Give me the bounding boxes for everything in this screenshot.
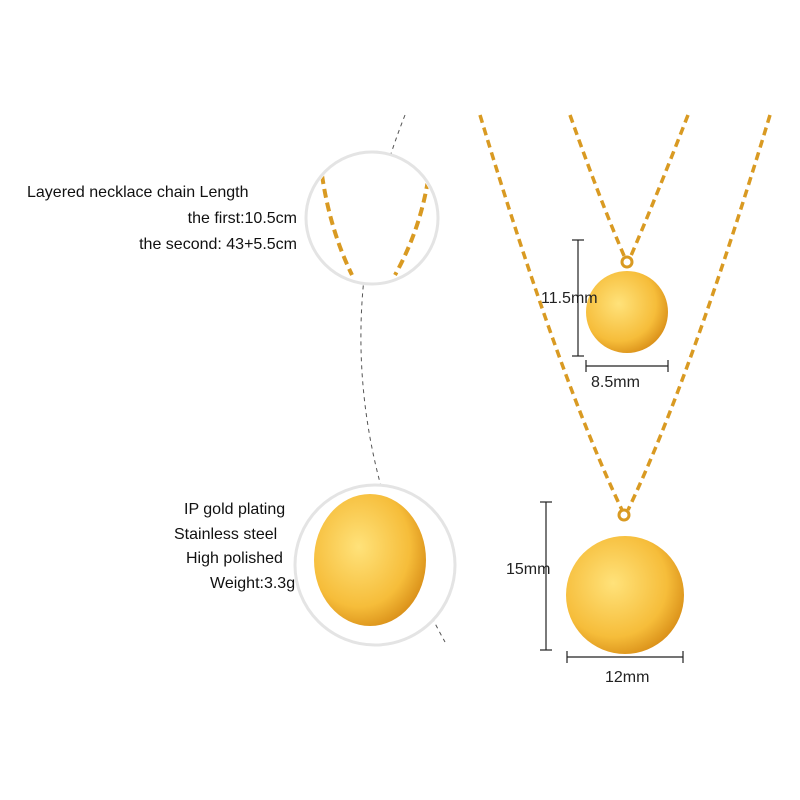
- second-chain-length: the second: 43+5.5cm: [139, 236, 297, 253]
- small-pendant: [586, 271, 668, 353]
- plating-label: IP gold plating: [184, 501, 286, 518]
- large-pendant: [566, 536, 684, 654]
- weight-label: Weight:3.3g: [210, 575, 296, 592]
- chain-detail-circle: [304, 150, 440, 286]
- first-chain-length: the first:10.5cm: [187, 210, 297, 227]
- small-height-label: 11.5mm: [541, 290, 598, 307]
- material-label: Stainless steel: [174, 526, 278, 543]
- small-width-label: 8.5mm: [591, 374, 640, 391]
- dimension-lines: [540, 239, 684, 663]
- chain: [478, 114, 772, 511]
- large-width-label: 12mm: [605, 669, 650, 686]
- chain-length-title: Layered necklace chain Length: [27, 184, 249, 201]
- finish-label: High polished: [186, 550, 283, 567]
- large-height-label: 15mm: [506, 561, 551, 578]
